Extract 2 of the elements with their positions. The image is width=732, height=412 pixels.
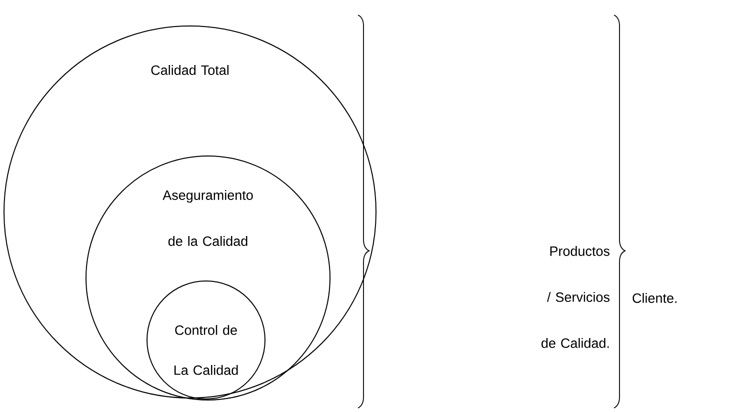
text-label: Productos / Servicios de Calidad. <box>542 246 610 348</box>
text-label: Cliente. <box>632 293 677 303</box>
